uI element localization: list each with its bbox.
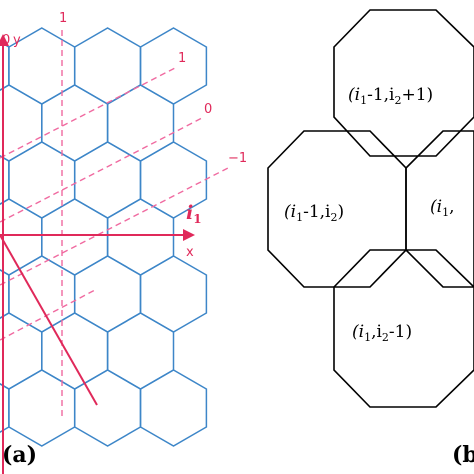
hexagon-cell: [0, 268, 10, 320]
hexagon-cell: [0, 84, 43, 162]
cell-label-bottom: (i1,i2-1): [352, 322, 412, 344]
panel-b-cell-neighbourhood: (i1-1,i2+1) (i1-1,i2) (i1, (i1,i2-1) (b: [267, 9, 474, 468]
hexagon-cell: [106, 84, 175, 162]
hexagon-cell: [0, 154, 10, 206]
hexagon-cell: [139, 255, 208, 333]
hexagon-cell: [139, 369, 208, 447]
cell-label-right: (i1,: [430, 197, 454, 219]
hexagon-cell: [139, 141, 208, 219]
hexagon-cell: [41, 198, 109, 276]
hexagon-cell: [139, 27, 208, 105]
hex-cell-top: [333, 9, 474, 157]
hexagon-cell: [73, 27, 142, 105]
cell-label-left: (i1-1,i2): [284, 202, 344, 224]
caption-b: (b: [452, 442, 474, 468]
hexagon-cell: [0, 312, 43, 390]
line-label-minus1: −1: [228, 151, 247, 166]
caption-a: (a): [2, 442, 37, 468]
axes: [0, 34, 195, 474]
x-axis-label: x: [186, 245, 194, 260]
top-tick-label: 0: [2, 33, 10, 48]
line-label-vertical-1: 1: [59, 11, 67, 26]
line-label-0: 0: [204, 102, 212, 117]
cell-label-top: (i1-1,i2+1): [348, 85, 433, 107]
dashed-index-lines: [0, 30, 229, 420]
hexagon-cell: [8, 369, 76, 447]
i2-axis-line: [0, 234, 98, 406]
y-axis-label: y: [13, 33, 21, 48]
hex-cell-bottom: [333, 249, 474, 408]
hexagon-cell: [0, 382, 10, 434]
x-axis-arrowhead: [183, 229, 195, 241]
hexagon-cell: [106, 198, 175, 276]
hexagon-lattice: [0, 27, 208, 447]
dashed-line-lower: [0, 289, 96, 341]
hexagon-cell: [106, 312, 175, 390]
dashed-line-0: [0, 117, 203, 223]
hexagon-cell: [8, 141, 76, 219]
hexagon-cell: [0, 198, 43, 276]
y-axis-arrowhead: [0, 34, 9, 46]
line-label-1: 1: [178, 51, 186, 66]
dashed-line-minus1: [0, 167, 229, 286]
hexagon-cell: [73, 255, 142, 333]
hexagon-cell: [41, 84, 109, 162]
panel-a-lattice-diagram: 0 y x 1 1 0 −1 i1 (a): [0, 11, 247, 474]
i1-axis-label: i1: [186, 202, 202, 226]
hexagon-cell: [73, 141, 142, 219]
dashed-line-1: [0, 67, 176, 159]
